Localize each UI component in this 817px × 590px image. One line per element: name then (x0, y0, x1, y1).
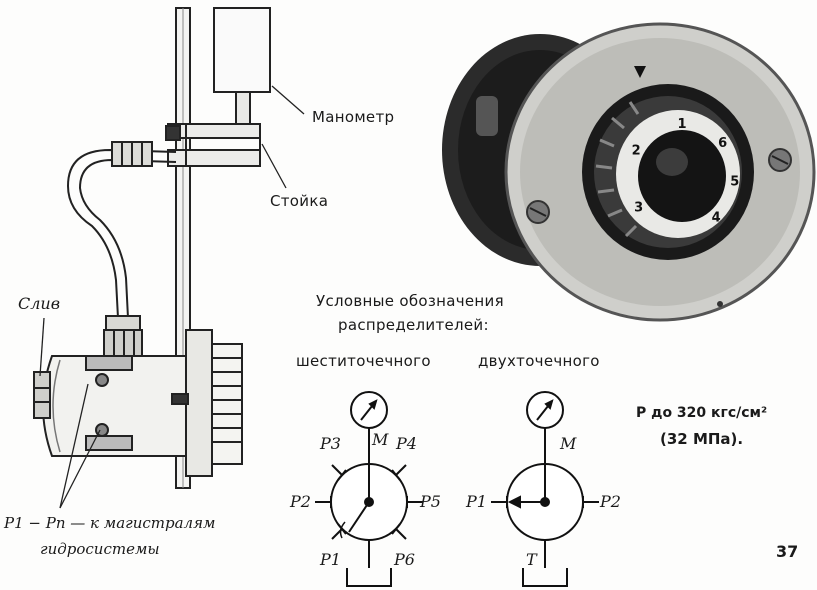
stand-label: Стойка (270, 192, 329, 210)
six-port-p4-label: P4 (396, 434, 417, 453)
leader-lines (39, 85, 305, 509)
distributor-photo (442, 22, 816, 322)
two-point-heading: двухточечного (478, 352, 600, 370)
six-port-gauge-label: M (372, 430, 389, 449)
two-port-p2-label: P2 (600, 492, 621, 511)
pressure-line-2: (32 МПа). (660, 430, 744, 448)
supply-pipe (66, 141, 177, 319)
six-point-heading: шеститочечного (296, 352, 431, 370)
dial-number-5: 5 (730, 175, 739, 190)
six-port-p1-label: P1 (320, 550, 341, 569)
dial-number-3: 3 (634, 200, 643, 215)
stand-clamp (165, 123, 261, 167)
distributor-body (33, 355, 187, 457)
lines-label-2: гидросистемы (40, 540, 160, 558)
dial-number-4: 4 (712, 211, 721, 226)
manometer-body (213, 7, 271, 125)
dial-number-1: 1 (677, 117, 686, 132)
lines-label-1: P1 − Pn — к магистралям (4, 514, 216, 532)
two-port-gauge-label: M (560, 434, 577, 453)
distributor-flange (171, 329, 243, 477)
six-port-p2-label: P2 (290, 492, 311, 511)
pressure-line-1: P до 320 кгс/см² (636, 405, 768, 421)
manometer-label: Манометр (312, 108, 395, 126)
dial-number-2: 2 (632, 144, 641, 159)
legend-title-1: Условные обозначения (316, 292, 504, 310)
two-port-p1-label: P1 (466, 492, 487, 511)
page-number: 37 (776, 542, 799, 561)
six-port-symbol (315, 391, 423, 587)
dial-numbers: 1 2 3 4 5 6 (632, 117, 740, 226)
six-port-p3-label: P3 (320, 434, 341, 453)
dial-number-6: 6 (718, 136, 727, 151)
legend-title-2: распределителей: (338, 316, 489, 334)
two-port-symbol (491, 391, 599, 587)
two-port-drain-label: T (526, 550, 537, 569)
drain-label: Слив (18, 294, 61, 313)
pipe-fitting (103, 315, 143, 357)
six-port-p6-label: P6 (394, 550, 415, 569)
six-port-p5-label: P5 (420, 492, 441, 511)
